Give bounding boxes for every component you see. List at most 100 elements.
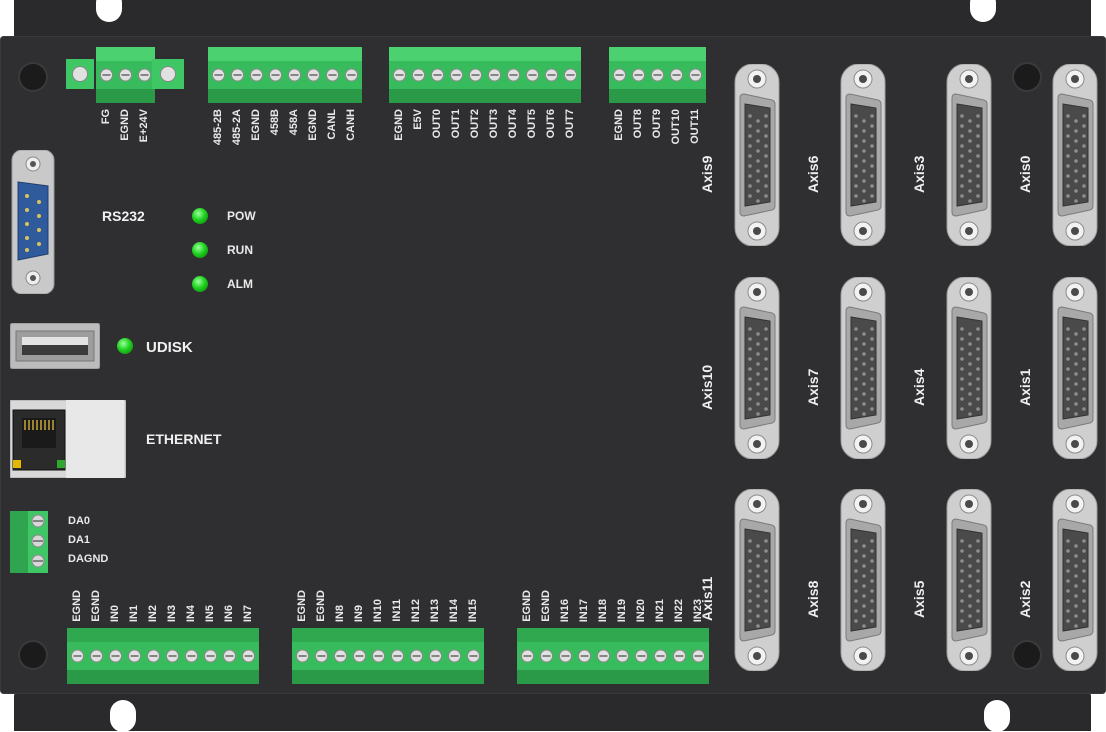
axis-label: Axis9 [699,155,715,193]
terminal-pin-label: OUT10 [669,109,682,145]
terminal-pin-label: OUT0 [430,109,443,139]
axis-connector-axis1[interactable] [1052,276,1098,464]
terminal-pin-label: E+24V [137,109,150,143]
terminal-pin-label: IN13 [428,598,441,622]
axis-label: Axis3 [911,155,927,193]
mounting-slot [984,700,1010,732]
terminal-pin-label: EGND [249,109,262,141]
terminal-pin-label: OUT3 [487,109,500,139]
input-terminal-block-3[interactable] [517,628,709,689]
axis-connector-axis8[interactable] [840,488,886,676]
axis-label: Axis7 [805,368,821,406]
pow-led [192,208,208,224]
mounting-slot [110,700,136,732]
mounting-slot [96,0,122,22]
terminal-pin-label: IN1 [127,604,140,622]
terminal-pin-label: OUT9 [650,109,663,139]
terminal-pin-label: IN18 [596,598,609,622]
axis-connector-axis2[interactable] [1052,488,1098,676]
ethernet-label: ETHERNET [146,431,222,447]
axis-label: Axis8 [805,580,821,618]
ethernet-port[interactable] [9,399,127,483]
power-terminal-block[interactable] [96,47,155,108]
output-terminal-block-2[interactable] [609,47,706,108]
da-terminal-block[interactable] [10,511,48,578]
screw-icon [160,66,176,82]
terminal-pin-label: IN9 [352,604,365,622]
rs232-port[interactable] [10,149,56,299]
terminal-pin-label: OUT6 [544,109,557,139]
terminal-pin-label: IN3 [165,604,178,622]
axis-connector-axis9[interactable] [734,63,780,251]
terminal-pin-label: OUT8 [631,109,644,139]
terminal-pin-label: EGND [612,109,625,141]
terminal-pin-label: IN22 [672,598,685,622]
terminal-pin-label: EGND [89,590,102,622]
input-terminal-block-2[interactable] [292,628,484,689]
alm-label: ALM [227,277,253,291]
output-terminal-block-1[interactable] [389,47,581,108]
axis-label: Axis2 [1017,580,1033,618]
terminal-pin-label: EGND [295,590,308,622]
terminal-pin-label: IN17 [577,598,590,622]
terminal-pin-label: EGND [520,590,533,622]
terminal-pin-label: IN7 [241,604,254,622]
screw-icon [20,642,46,668]
terminal-pin-label: CANH [344,109,357,141]
comm-terminal-block[interactable] [208,47,362,108]
usb-port[interactable] [9,322,101,374]
axis-connector-axis0[interactable] [1052,63,1098,251]
terminal-pin-label: IN4 [184,604,197,622]
terminal-pin-label: IN12 [409,598,422,622]
axis-connector-axis3[interactable] [946,63,992,251]
run-led [192,242,208,258]
terminal-pin-label: EGND [118,109,131,141]
axis-connector-axis7[interactable] [840,276,886,464]
terminal-pin-label: IN10 [371,598,384,622]
axis-connector-axis5[interactable] [946,488,992,676]
axis-connector-axis11[interactable] [734,488,780,676]
screw-icon [72,66,88,82]
terminal-pin-label: CANL [325,109,338,140]
terminal-pin-label: IN20 [634,598,647,622]
dagnd-label: DAGND [68,553,109,565]
terminal-pin-label: EGND [306,109,319,141]
terminal-pin-label: IN11 [390,599,403,622]
axis-label: Axis1 [1017,368,1033,406]
input-terminal-block-1[interactable] [67,628,259,689]
terminal-pin-label: E5V [411,109,424,130]
pow-label: POW [227,209,256,223]
terminal-pin-label: EGND [70,590,83,622]
axis-connector-axis10[interactable] [734,276,780,464]
axis-connector-axis4[interactable] [946,276,992,464]
terminal-pin-label: OUT2 [468,109,481,139]
terminal-pin-label: IN8 [333,604,346,622]
terminal-pin-label: IN14 [447,598,460,622]
terminal-pin-label: 458B [268,109,281,136]
screw-icon [1014,64,1040,90]
mounting-slot [970,0,996,22]
terminal-pin-label: IN16 [558,598,571,622]
axis-connector-axis6[interactable] [840,63,886,251]
terminal-pin-label: EGND [392,109,405,141]
screw-icon [1014,642,1040,668]
terminal-pin-label: IN5 [203,604,216,622]
rs232-label: RS232 [102,208,145,224]
axis-label: Axis6 [805,155,821,193]
terminal-pin-label: IN19 [615,598,628,622]
axis-label: Axis0 [1017,155,1033,193]
udisk-label: UDISK [146,339,193,356]
run-label: RUN [227,243,253,257]
top-mounting-flange [14,0,1091,40]
terminal-pin-label: 458A [287,109,300,136]
terminal-pin-label: FG [99,109,112,125]
udisk-led [117,338,133,354]
terminal-pin-label: IN2 [146,604,159,622]
bottom-mounting-flange [14,692,1091,732]
terminal-flange [152,59,184,89]
controller-panel [0,36,1106,694]
terminal-pin-label: OUT5 [525,109,538,139]
axis-label: Axis5 [911,580,927,618]
terminal-pin-label: EGND [539,590,552,622]
terminal-flange [66,59,94,89]
